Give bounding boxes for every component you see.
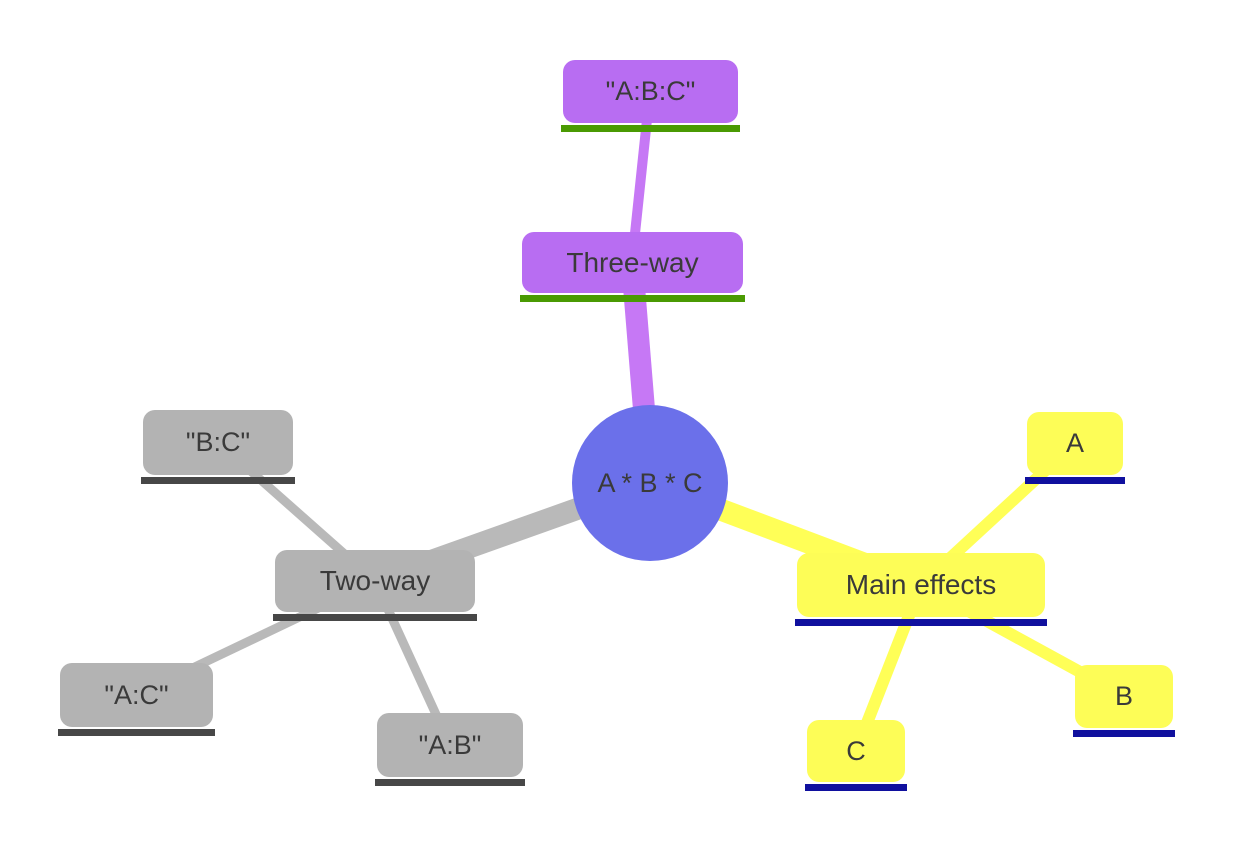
node-three-way-underline	[520, 295, 745, 302]
node-three-way-hub[interactable]: Three-way	[520, 232, 745, 302]
node-c-underline	[805, 784, 907, 791]
node-two-way-hub[interactable]: Two-way	[273, 550, 477, 621]
node-a-main-effect[interactable]: A	[1025, 412, 1125, 484]
node-three-way-label: Three-way	[566, 246, 699, 278]
node-c-label: C	[846, 735, 866, 766]
node-c-main-effect[interactable]: C	[805, 720, 907, 791]
node-b-main-effect[interactable]: B	[1073, 665, 1175, 737]
node-abc-underline	[561, 125, 740, 132]
node-a-underline	[1025, 477, 1125, 484]
node-root-label: A * B * C	[597, 467, 703, 498]
node-two-way-label: Two-way	[319, 565, 431, 596]
node-ab-label: "A:B"	[418, 729, 482, 760]
node-ab-underline	[375, 779, 525, 786]
node-root[interactable]: A * B * C	[572, 405, 728, 561]
node-abc-interaction[interactable]: "A:B:C"	[561, 60, 740, 132]
node-b-label: B	[1114, 681, 1133, 711]
node-a-label: A	[1065, 428, 1084, 458]
node-main-effects-label: Main effects	[845, 569, 997, 600]
node-ac-underline	[58, 729, 215, 736]
node-two-way-underline	[273, 614, 477, 621]
node-b-underline	[1073, 730, 1175, 737]
node-bc-label: "B:C"	[185, 427, 251, 457]
node-bc-interaction[interactable]: "B:C"	[141, 410, 295, 484]
node-main-effects-underline	[795, 619, 1047, 626]
node-ac-interaction[interactable]: "A:C"	[58, 663, 215, 736]
node-main-effects-hub[interactable]: Main effects	[795, 553, 1047, 626]
node-bc-underline	[141, 477, 295, 484]
node-ac-label: "A:C"	[104, 679, 169, 710]
node-ab-interaction[interactable]: "A:B"	[375, 713, 525, 786]
node-abc-label: "A:B:C"	[605, 76, 696, 106]
